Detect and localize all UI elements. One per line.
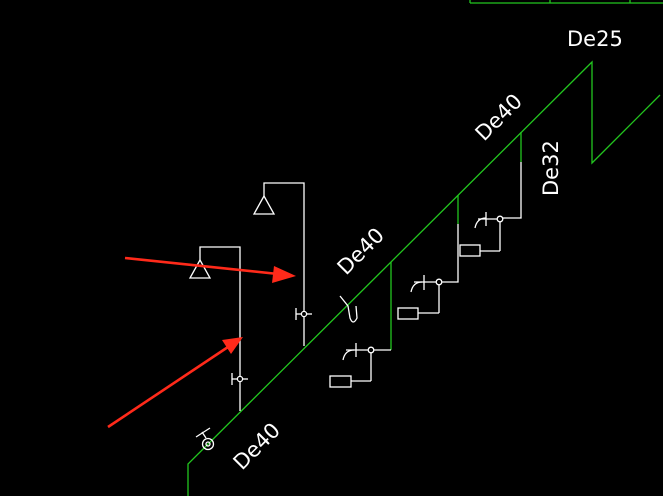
standpipe-lower [188,246,248,411]
title-block-fragment [469,0,663,4]
main-pipe [187,60,661,496]
standpipe-upper [252,182,312,346]
fixture-branch-2 [397,224,459,320]
trap-symbol [339,295,358,323]
label-de32: De32 [539,140,563,196]
annotation-arrow-lower [107,337,243,429]
floor-drain-symbol [195,427,215,451]
fixture-branch-3 [329,343,391,388]
label-de40-top: De40 [471,89,527,145]
label-de40-bottom: De40 [229,418,285,474]
annotation-arrow-upper [124,256,296,283]
label-de40-mid: De40 [333,223,389,279]
label-de25: De25 [567,27,623,51]
fixture-branch-1 [459,162,522,257]
